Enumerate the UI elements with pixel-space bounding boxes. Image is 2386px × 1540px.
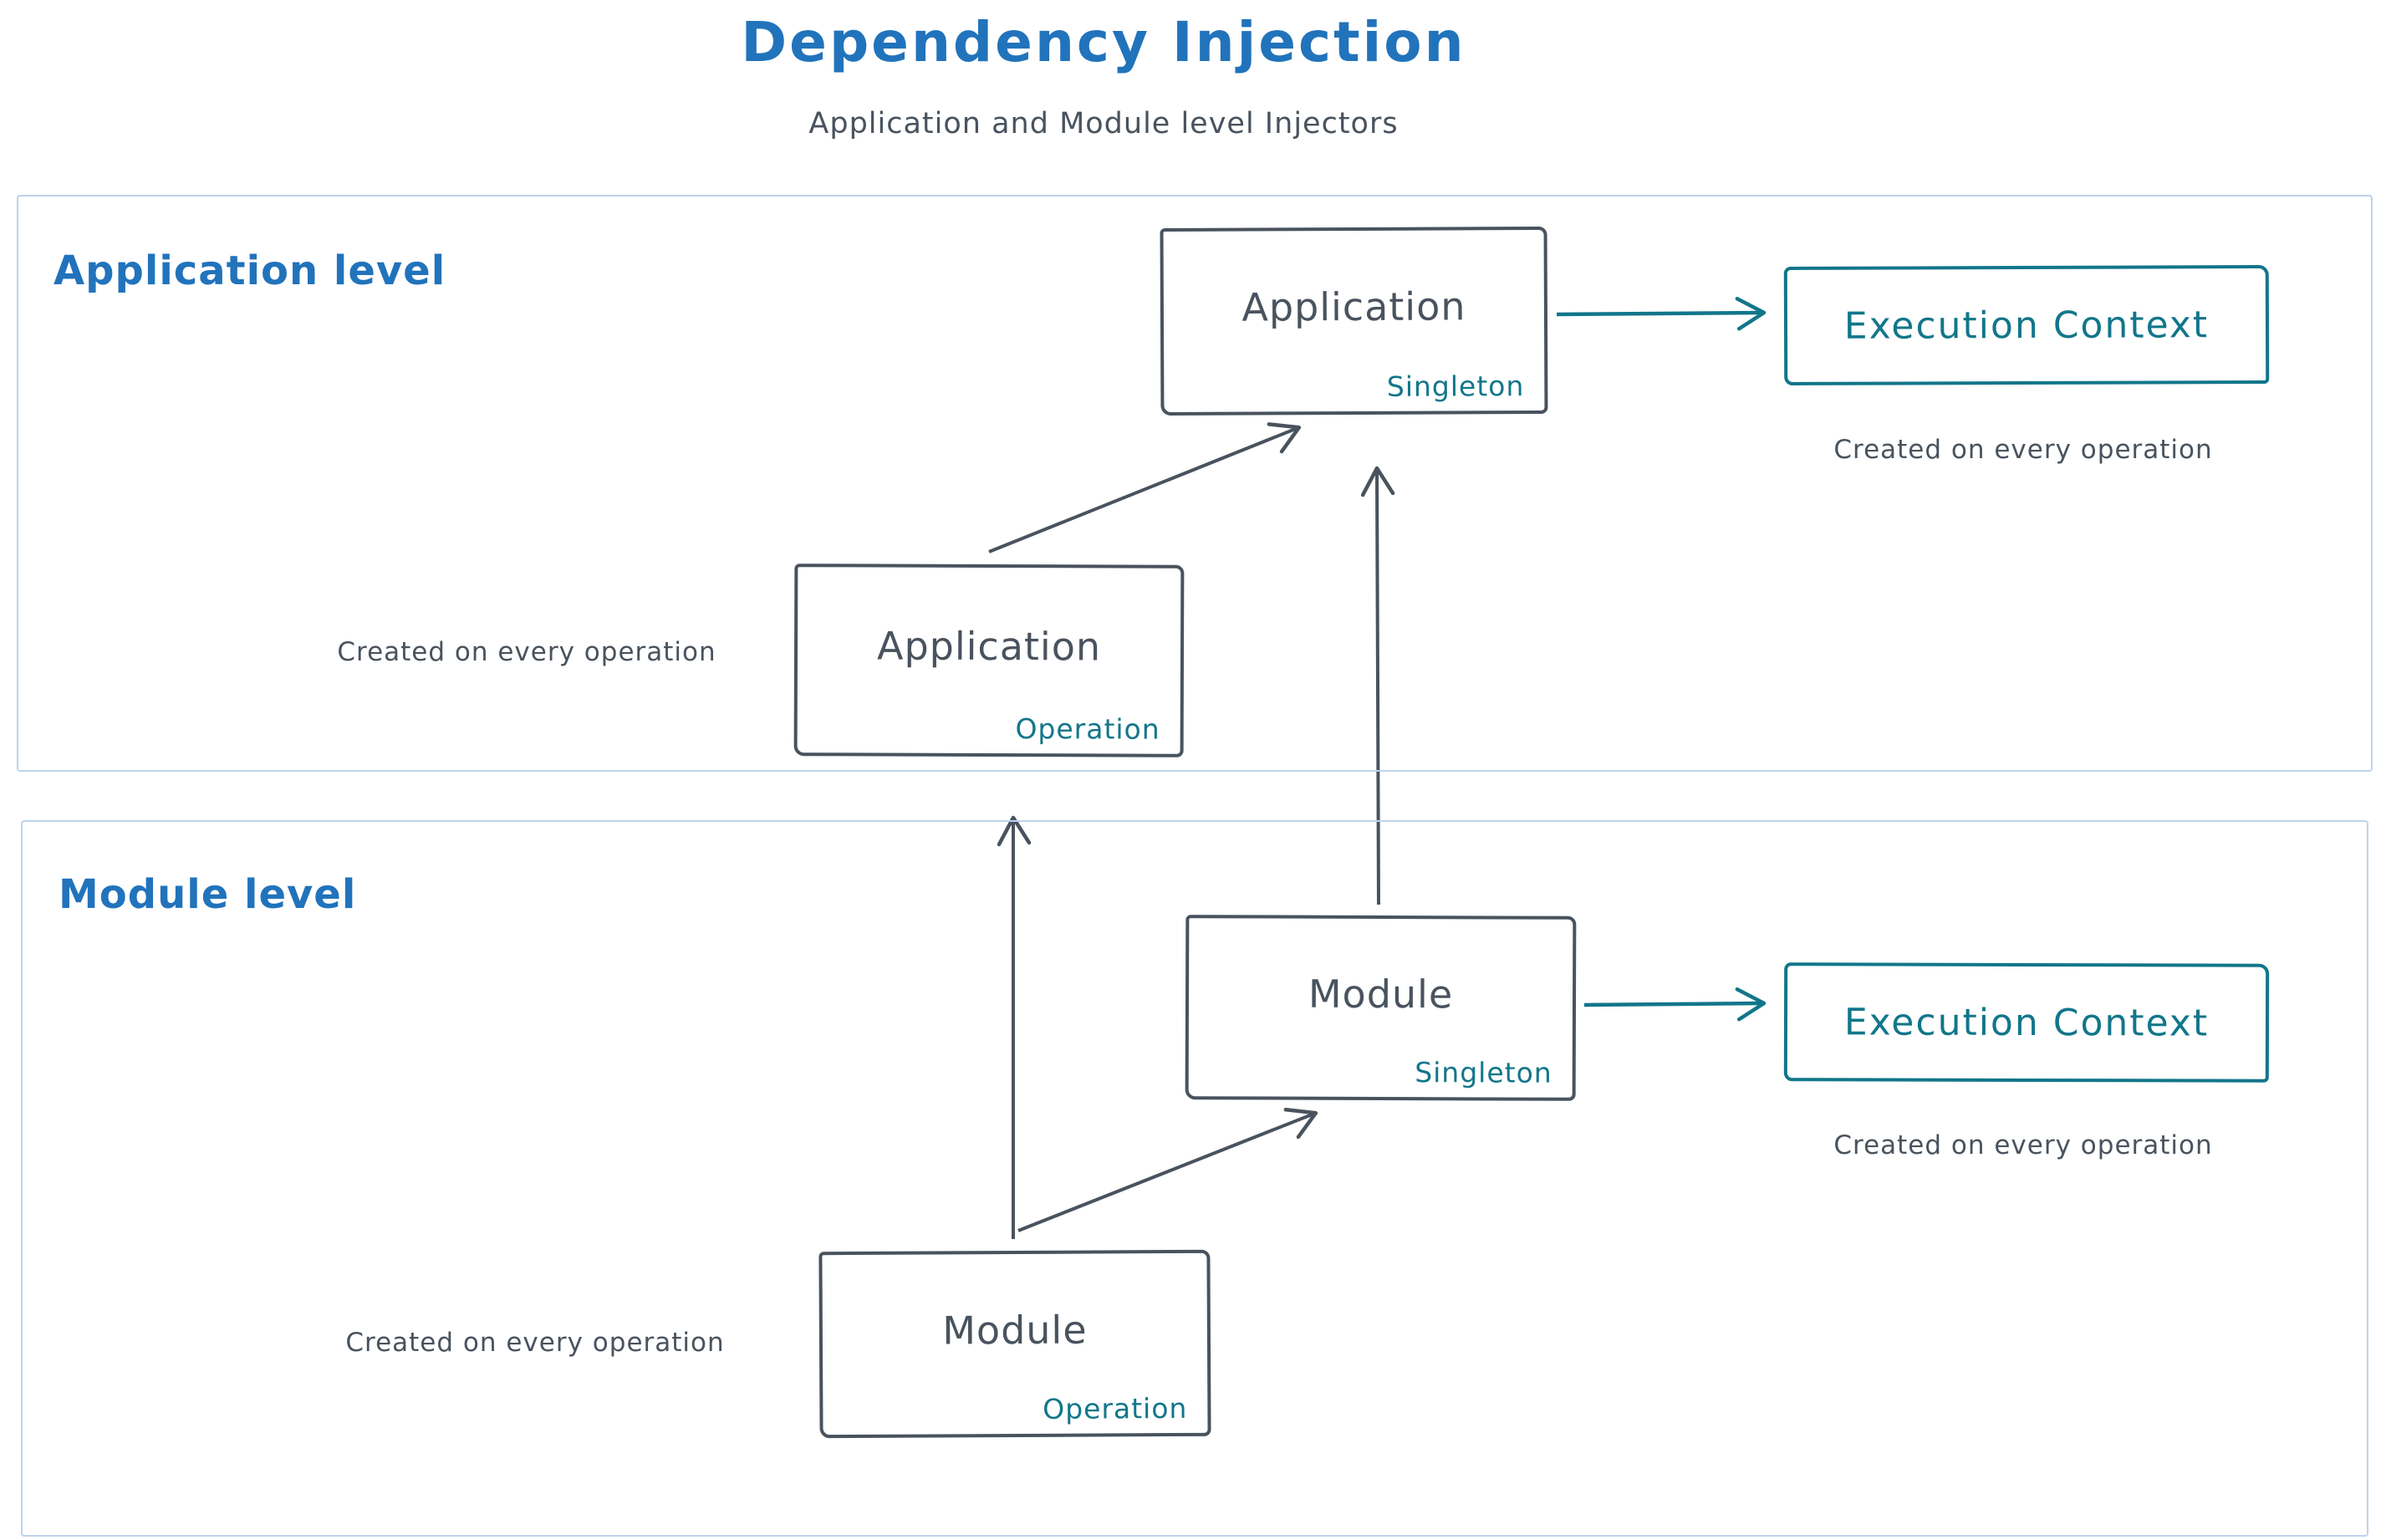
arrow-app-operation-to-singleton	[988, 422, 1302, 553]
box-label: Application	[876, 623, 1102, 670]
module-level-container	[21, 820, 2368, 1537]
application-level-label: Application level	[54, 247, 446, 294]
execution-context-label: Execution Context	[1843, 1000, 2210, 1045]
module-singleton-box: Module Singleton	[1185, 915, 1577, 1101]
execution-context-label: Execution Context	[1843, 303, 2210, 348]
box-scope-tag: Singleton	[1386, 370, 1525, 403]
module-operation-box: Module Operation	[818, 1249, 1211, 1439]
application-execution-context-box: Execution Context	[1783, 264, 2270, 386]
arrow-module-operation-to-singleton	[1017, 1107, 1318, 1232]
box-label: Module	[1308, 971, 1454, 1017]
application-operation-box: Application Operation	[793, 563, 1185, 757]
arrow-module-singleton-to-execution-context	[1583, 987, 1767, 1022]
application-execution-context-caption: Created on every operation	[1833, 435, 2213, 465]
arrow-module-singleton-to-app-singleton	[1360, 466, 1395, 905]
module-execution-context-caption: Created on every operation	[1833, 1130, 2213, 1160]
box-scope-tag: Operation	[1043, 1391, 1188, 1425]
diagram-title: Dependency Injection	[741, 10, 1466, 74]
box-label: Application	[1241, 283, 1466, 330]
application-level-container	[17, 195, 2373, 772]
box-label: Module	[942, 1307, 1088, 1353]
application-singleton-box: Application Singleton	[1160, 226, 1548, 416]
module-level-label: Module level	[59, 871, 357, 918]
application-operation-caption: Created on every operation	[337, 637, 716, 667]
module-execution-context-box: Execution Context	[1783, 962, 2270, 1083]
box-scope-tag: Operation	[1015, 712, 1160, 746]
box-scope-tag: Singleton	[1415, 1056, 1552, 1089]
arrow-app-singleton-to-execution-context	[1556, 296, 1767, 331]
module-operation-caption: Created on every operation	[345, 1328, 725, 1358]
diagram-subtitle: Application and Module level Injectors	[808, 107, 1399, 140]
